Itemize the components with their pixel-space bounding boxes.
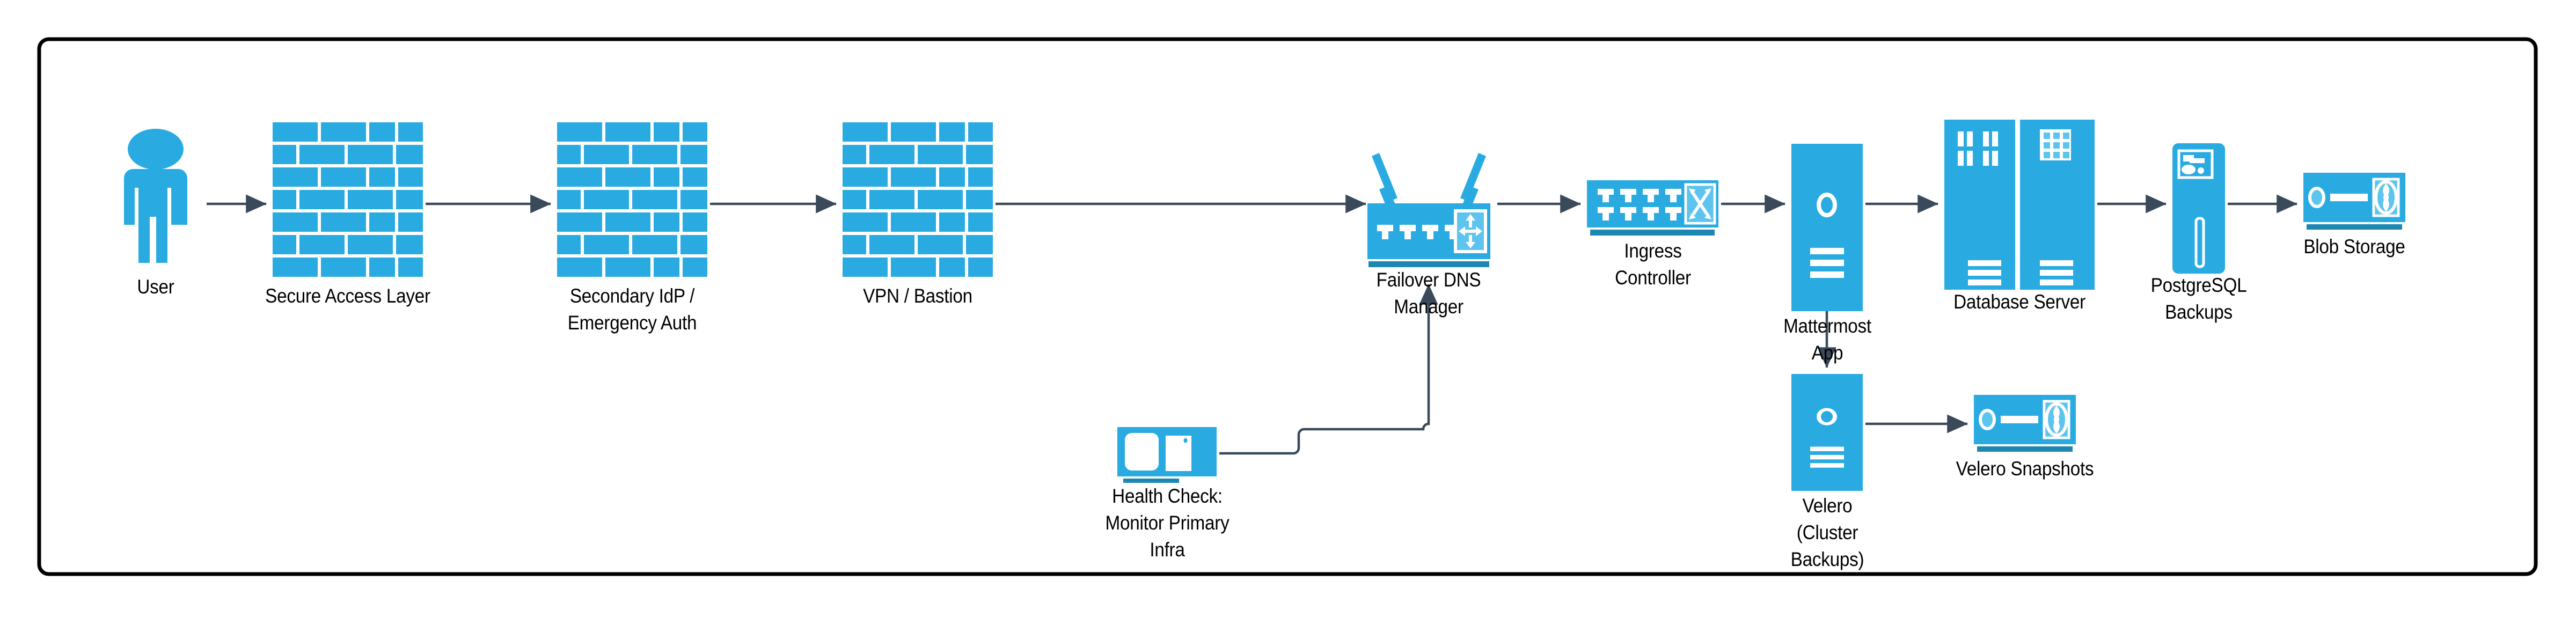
node-icon-health-check[interactable] bbox=[1117, 427, 1217, 483]
node-icon-user[interactable] bbox=[124, 129, 187, 265]
diagram-boundary bbox=[37, 37, 2538, 576]
node-icon-vpn-bastion[interactable] bbox=[843, 122, 993, 277]
node-icon-ingress[interactable] bbox=[1587, 180, 1718, 236]
node-icon-velero-snapshots[interactable] bbox=[1974, 395, 2076, 452]
node-icon-secondary-idp[interactable] bbox=[557, 122, 707, 277]
node-icon-secure-access[interactable] bbox=[273, 122, 423, 277]
connector-health-check-to-failover-dns bbox=[1219, 284, 1438, 455]
node-icon-postgres-backups[interactable] bbox=[2172, 143, 2225, 274]
node-icon-failover-dns[interactable] bbox=[1367, 153, 1490, 267]
node-icon-mattermost[interactable] bbox=[1791, 144, 1863, 311]
node-icon-velero[interactable] bbox=[1791, 374, 1863, 491]
node-icon-database-server[interactable] bbox=[1944, 120, 2095, 290]
node-icon-blob-storage[interactable] bbox=[2303, 173, 2405, 230]
